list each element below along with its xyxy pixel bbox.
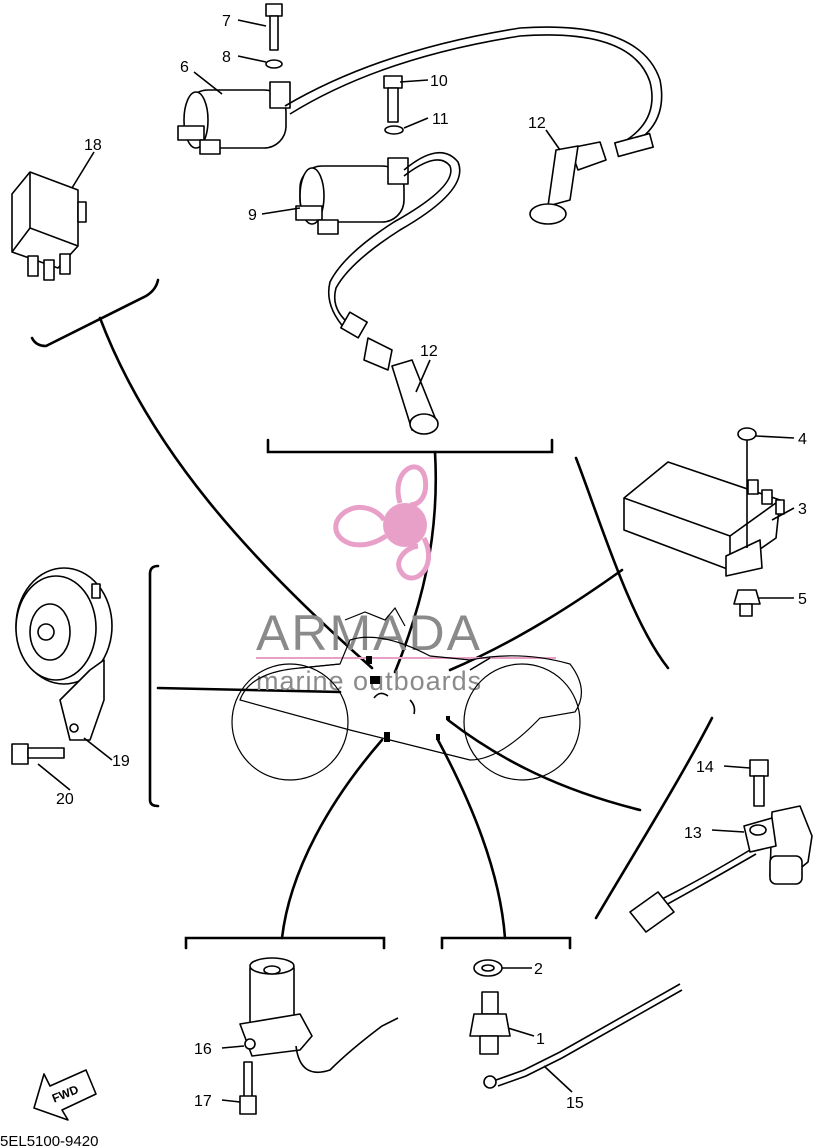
callout-4: 4: [798, 431, 807, 448]
motorcycle-outline: [231, 606, 582, 781]
callout-12-top: 12: [528, 115, 546, 132]
spark-plug-cap-12-top: [529, 132, 654, 225]
armada-watermark: ARMADA marine outboards: [256, 464, 556, 696]
callout-14: 14: [696, 759, 714, 776]
speed-sensor-16-icon: [239, 957, 399, 1074]
callout-3: 3: [798, 501, 807, 518]
callout-18: 18: [84, 137, 102, 154]
callout-8: 8: [222, 49, 231, 66]
callout-16: 16: [194, 1041, 212, 1058]
ignitor-unit-3-icon: [623, 461, 785, 577]
callout-17: 17: [194, 1093, 212, 1110]
washer-8-icon: [265, 59, 283, 69]
callout-19: 19: [112, 753, 130, 770]
bolt-20-icon: [11, 743, 65, 765]
callout-6: 6: [180, 59, 189, 76]
diagram-code: 5EL5100-9420: [0, 1133, 98, 1148]
callout-7: 7: [222, 13, 231, 30]
callout-9: 9: [248, 207, 257, 224]
bolt-14-icon: [749, 759, 769, 807]
sensor-13-icon: [629, 805, 813, 933]
callout-15: 15: [566, 1095, 584, 1112]
callout-2: 2: [534, 961, 543, 978]
callout-11: 11: [432, 111, 449, 128]
callout-20: 20: [56, 791, 74, 808]
watermark-brand: ARMADA: [256, 605, 482, 661]
group-brackets: [30, 278, 714, 950]
callout-12-bottom: 12: [420, 343, 438, 360]
ignition-coil-6: [177, 26, 663, 155]
screw-4-icon: [737, 427, 757, 548]
connector-lines: [98, 316, 642, 940]
washer-11-icon: [384, 125, 404, 135]
horn-19-icon: [15, 567, 113, 741]
grommet-5-icon: [733, 589, 761, 617]
callout-labels: 7 8 6 10 11 12 18 9 12 4 3 5 14 13 19 20…: [56, 13, 807, 1112]
callout-13: 13: [684, 825, 702, 842]
callout-10: 10: [430, 73, 448, 90]
fwd-arrow-icon: FWD: [33, 1069, 97, 1121]
washer-2-icon: [473, 959, 503, 977]
ignition-coil-9: [295, 151, 461, 331]
spark-plug-cap-12-bottom: [340, 311, 439, 435]
relay-18-icon: [11, 171, 87, 281]
lead-wire-15-icon: [483, 983, 683, 1089]
sensor-switch-1-icon: [469, 991, 511, 1055]
bolt-17-icon: [239, 1061, 257, 1115]
watermark-tagline: marine outboards: [256, 666, 482, 696]
bolt-7-icon: [265, 3, 283, 51]
callout-leaders: [37, 19, 795, 1103]
callout-5: 5: [798, 591, 807, 608]
bolt-10-icon: [383, 75, 403, 123]
propeller-logo-icon: [333, 464, 432, 581]
callout-1: 1: [536, 1031, 545, 1048]
